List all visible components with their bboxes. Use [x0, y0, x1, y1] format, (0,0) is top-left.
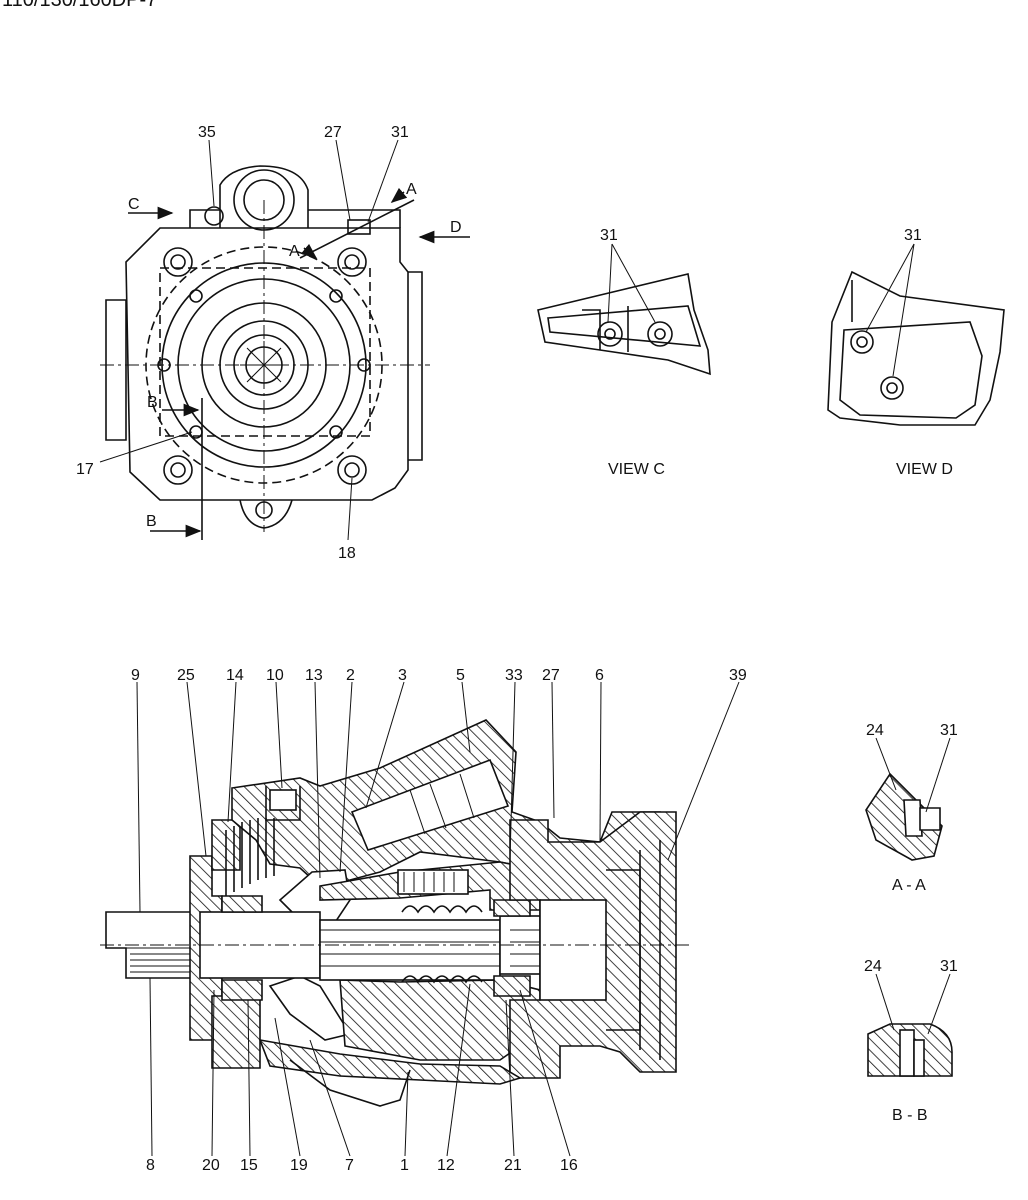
- bb-callout-24: 24: [864, 958, 882, 975]
- side-callout-8: 8: [146, 1157, 155, 1174]
- section-arrow-b-upper: B: [147, 394, 158, 411]
- side-callout-10: 10: [266, 667, 284, 684]
- aa-callout-31: 31: [940, 722, 958, 739]
- view-d: 31 VIEW D: [827, 227, 1005, 478]
- aa-caption: A - A: [892, 877, 926, 894]
- section-a-a: 24 31 A - A: [865, 722, 958, 894]
- side-callout-1: 1: [400, 1157, 409, 1174]
- section-arrow-a-lower: A: [289, 243, 300, 260]
- side-section-view: 9 25 14 10 13 2 3 5 33 27 6 39 8 20 15 1…: [100, 667, 747, 1174]
- side-callout-33: 33: [505, 667, 523, 684]
- callout-35: 35: [198, 124, 216, 141]
- side-callout-7: 7: [345, 1157, 354, 1174]
- side-callout-3: 3: [398, 667, 407, 684]
- side-callout-39: 39: [729, 667, 747, 684]
- view-c: 31 VIEW C: [537, 227, 711, 478]
- side-callout-27: 27: [542, 667, 560, 684]
- page-title: 110/130/160DP-7: [2, 0, 157, 11]
- section-arrow-a-upper: A: [406, 181, 417, 198]
- section-arrow-c: C: [128, 196, 140, 213]
- bb-callout-31: 31: [940, 958, 958, 975]
- view-d-caption: VIEW D: [896, 461, 953, 478]
- view-c-caption: VIEW C: [608, 461, 665, 478]
- side-callout-5: 5: [456, 667, 465, 684]
- section-arrow-d: D: [450, 219, 462, 236]
- side-callout-9: 9: [131, 667, 140, 684]
- side-callout-2: 2: [346, 667, 355, 684]
- callout-17: 17: [76, 461, 94, 478]
- side-callout-12: 12: [437, 1157, 455, 1174]
- callout-31: 31: [391, 124, 409, 141]
- callout-27: 27: [324, 124, 342, 141]
- front-view: C D A A B B 35 27 31 17 18: [76, 124, 470, 562]
- bb-caption: B - B: [892, 1107, 928, 1124]
- side-callout-25: 25: [177, 667, 195, 684]
- view-d-callout-31: 31: [904, 227, 922, 244]
- side-callout-6: 6: [595, 667, 604, 684]
- side-callout-20: 20: [202, 1157, 220, 1174]
- side-callout-21: 21: [504, 1157, 522, 1174]
- side-callout-14: 14: [226, 667, 244, 684]
- section-arrow-b-lower: B: [146, 513, 157, 530]
- side-callout-13: 13: [305, 667, 323, 684]
- view-c-callout-31: 31: [600, 227, 618, 244]
- side-callout-15: 15: [240, 1157, 258, 1174]
- side-callout-19: 19: [290, 1157, 308, 1174]
- side-callout-16: 16: [560, 1157, 578, 1174]
- callout-18: 18: [338, 545, 356, 562]
- aa-callout-24: 24: [866, 722, 884, 739]
- section-b-b: 24 31 B - B: [864, 958, 958, 1124]
